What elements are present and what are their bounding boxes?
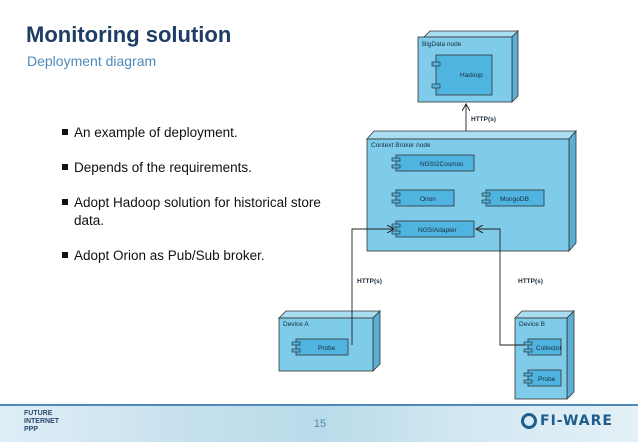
- slide-subtitle: Deployment diagram: [27, 53, 157, 69]
- fiware-swirl-icon: [521, 413, 537, 429]
- bullet-item: Adopt Orion as Pub/Sub broker.: [62, 247, 322, 265]
- connector-left: HTTP(s): [351, 229, 394, 345]
- component-ngsiadapter: NGSIAdapter: [391, 220, 475, 238]
- connector-right: HTTP(s): [476, 229, 543, 346]
- node-label: Device B: [519, 321, 545, 328]
- footer-divider: [0, 404, 638, 406]
- connector-label: HTTP(s): [357, 278, 382, 285]
- bullet-item: Depends of the requirements.: [62, 159, 322, 177]
- node-label: Context Broker node: [371, 142, 431, 149]
- component-label: Hadoop: [460, 72, 483, 79]
- bullet-list: An example of deployment. Depends of the…: [62, 124, 322, 282]
- component-probe-a: Probe: [291, 338, 349, 356]
- connector-top: HTTP(s): [466, 104, 496, 131]
- component-label: Probe: [538, 376, 556, 383]
- future-internet-logo: FUTURE INTERNET PPP: [10, 410, 62, 438]
- connector-label: HTTP(s): [518, 278, 543, 285]
- connector-label: HTTP(s): [471, 116, 496, 123]
- bullet-item: An example of deployment.: [62, 124, 322, 142]
- page-number: 15: [313, 418, 327, 430]
- component-label: Orion: [420, 196, 436, 203]
- component-mongodb: MongoDB: [481, 189, 545, 207]
- component-orion: Orion: [391, 189, 455, 207]
- component-label: NGSI2Cosmos: [420, 161, 464, 168]
- fiware-logo: FI-WARE: [540, 413, 613, 429]
- logo-text-line: FUTURE: [24, 410, 53, 417]
- component-probe-b: Probe: [523, 369, 562, 387]
- bullet-item: Adopt Hadoop solution for historical sto…: [62, 194, 322, 230]
- component-label: Probe: [318, 345, 336, 352]
- component-ngsi2cosmos: NGSI2Cosmos: [391, 154, 475, 172]
- node-label: Device A: [283, 321, 309, 328]
- component-label: Collector: [536, 345, 562, 352]
- component-label: NGSIAdapter: [418, 227, 457, 234]
- component-hadoop: Hadoop: [431, 54, 493, 96]
- component-label: MongoDB: [500, 196, 529, 203]
- node-label: BigData node: [422, 41, 462, 48]
- component-collector: Collector: [523, 338, 562, 356]
- slide-title: Monitoring solution: [26, 22, 232, 47]
- logo-text-line: PPP: [24, 426, 39, 433]
- logo-text-line: INTERNET: [24, 418, 59, 425]
